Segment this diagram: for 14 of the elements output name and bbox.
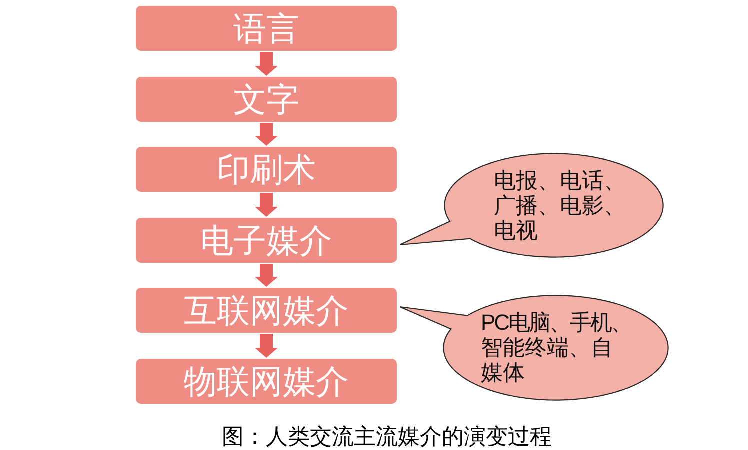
process-box: 物联网媒介 [136,359,397,404]
arrow [255,123,278,146]
arrow [255,52,278,76]
process-box: 语言 [136,6,397,51]
arrow [255,264,278,287]
arrow [255,334,278,358]
arrow [255,193,278,217]
process-box: 印刷术 [136,147,397,192]
process-box: 文字 [136,77,397,122]
process-box: 互联网媒介 [136,288,397,333]
callout-text: PC电脑、手机、智能终端、自媒体 [481,310,632,385]
process-box: 电子媒介 [136,218,397,263]
caption: 图：人类交流主流媒介的演变过程 [221,424,553,450]
callout-text: 电报、电话、广播、电影、电视 [494,168,627,243]
